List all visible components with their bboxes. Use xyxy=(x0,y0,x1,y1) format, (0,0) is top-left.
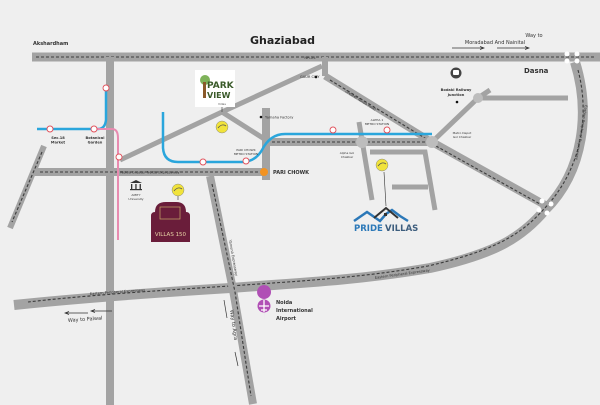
gaur-city-label: GAUR CITY xyxy=(300,75,320,79)
arrow-right-icon xyxy=(452,46,530,50)
noida-expressway-label: Noida Greater Noida Expressway xyxy=(120,171,180,175)
interchange-east xyxy=(536,198,554,216)
road-pride-2 xyxy=(370,149,438,211)
alpha-chakkar-label-1: Alpha Gol xyxy=(340,151,355,155)
yamuna-expressway-label: Yamuna Expressway xyxy=(228,239,238,277)
sec18-label-1: Sec.18 xyxy=(51,136,65,140)
palwal-label: Way to Palwal xyxy=(68,316,103,324)
yamaha-factory-label: Yamaha Factory xyxy=(265,116,294,120)
alpha-metro-label-2: METRO STATION xyxy=(365,122,389,126)
park-view-logo: PARK VIEW Villas xyxy=(195,70,235,107)
arrow-left-icon xyxy=(64,309,112,315)
metro-station-icon xyxy=(115,153,123,161)
pari-chowk-label: PARI CHOWK xyxy=(273,170,310,176)
amity-label-1: AMITY xyxy=(131,193,140,197)
project-marker-icon xyxy=(215,120,229,134)
botanical-label-2: Garden xyxy=(88,141,103,145)
metro-station-icon xyxy=(199,158,207,166)
metro-stations xyxy=(46,84,391,166)
road-park-view-link xyxy=(220,109,268,143)
blue-line-east xyxy=(161,112,432,164)
metro-station-icon xyxy=(46,125,54,133)
moradabad-label-2: Moradabad And Nainital xyxy=(465,40,525,46)
pride-villas-logo: PRIDE VILLAS xyxy=(353,206,418,234)
metro-station-icon xyxy=(329,126,337,134)
svg-text:PRIDE: PRIDE xyxy=(354,224,383,234)
akshardham-label: Akshardham xyxy=(33,41,68,47)
university-icon xyxy=(130,180,142,191)
eastern-peripheral-label-west: Eastern Peripheral Expressway xyxy=(90,288,146,296)
bodaki-label-1: Bodaki Railway xyxy=(441,88,472,92)
airport-label-3: Airport xyxy=(276,316,297,322)
gaur-road-label: Greater Noida Road xyxy=(344,89,376,111)
project-marker-icon xyxy=(375,158,389,172)
eastern-peripheral-label-east: Eastern Peripheral Expressway xyxy=(375,268,431,280)
villas150-logo: VILLAS 150 xyxy=(151,202,190,242)
metro-depot-label-2: Gol Chakkar xyxy=(453,135,472,139)
airport-pin-icon xyxy=(257,285,272,321)
pari-metro-label-1: PARI CHOWK xyxy=(236,148,256,152)
sec18-label-2: Market xyxy=(51,141,66,145)
svg-text:Villas: Villas xyxy=(218,102,226,106)
metro-station-icon xyxy=(383,126,391,134)
roads xyxy=(7,51,600,405)
roundabout xyxy=(356,136,368,148)
airport-label-2: International xyxy=(276,308,313,314)
pari-metro-label-2: METRO STATION xyxy=(234,152,258,156)
arrow-down-icon xyxy=(223,299,239,367)
interchange-nh24 xyxy=(564,51,580,64)
svg-text:VILLAS: VILLAS xyxy=(385,224,418,234)
amity-label-2: University xyxy=(128,197,143,201)
svg-text:VILLAS 150: VILLAS 150 xyxy=(155,232,187,238)
metro-depot-label-1: Metro Depot xyxy=(453,131,472,135)
nh24-label: NH-24 xyxy=(304,56,316,60)
pari-chowk-marker xyxy=(260,168,268,176)
eastern-peripheral-road xyxy=(13,60,588,310)
agra-label: Way to Agra xyxy=(228,309,238,340)
airport-label-1: Noida xyxy=(276,300,292,306)
metro-lines xyxy=(37,84,432,240)
project-marker-icon xyxy=(171,183,185,197)
moradabad-label-1: Way to xyxy=(525,33,542,39)
railway-icon xyxy=(450,67,462,79)
metro-station-icon xyxy=(242,157,250,165)
road-se-diagonal xyxy=(430,138,547,209)
svg-text:VIEW: VIEW xyxy=(207,91,231,100)
alpha-chakkar-label-2: Chakkar xyxy=(341,155,354,159)
ghaziabad-label: Ghaziabad xyxy=(250,34,315,47)
metro-station-icon xyxy=(102,84,110,92)
blue-line-west xyxy=(37,90,108,131)
botanical-label-1: Botanical xyxy=(86,136,105,140)
alpha-metro-label-1: ALPHA 1 xyxy=(371,118,384,122)
metro-station-icon xyxy=(90,125,98,133)
roundabout xyxy=(473,93,483,103)
aqua-line xyxy=(96,128,119,240)
svg-text:PARK: PARK xyxy=(207,81,235,91)
bodaki-label-2: Junction xyxy=(447,93,465,97)
dasna-label: Dasna xyxy=(524,67,549,75)
road-gaur-diagonal xyxy=(323,73,434,145)
roundabout xyxy=(426,136,438,148)
